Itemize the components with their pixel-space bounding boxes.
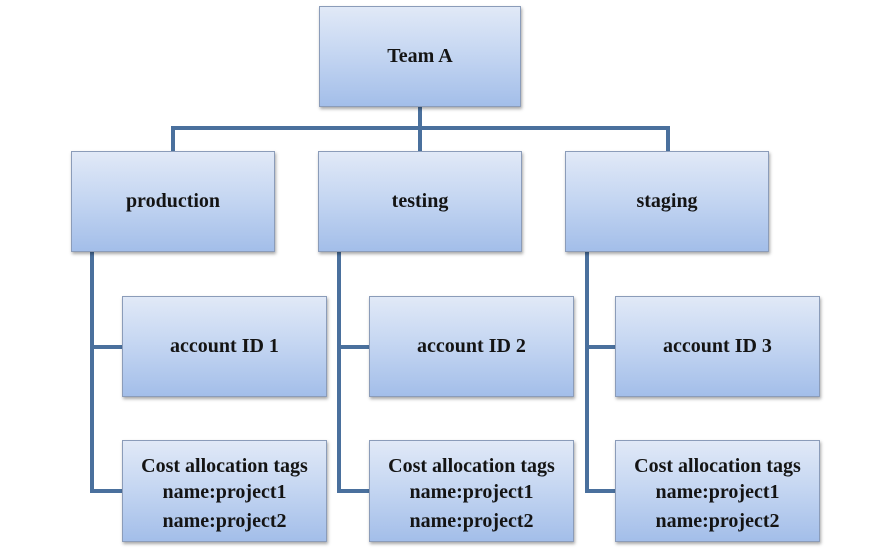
environment-node-staging: staging bbox=[565, 151, 769, 252]
tag-item: name:project1 bbox=[655, 481, 780, 503]
account-label: account ID 2 bbox=[417, 335, 526, 357]
tags-heading: Cost allocation tags bbox=[141, 455, 308, 477]
environment-node-production: production bbox=[71, 151, 275, 252]
environment-node-testing: testing bbox=[318, 151, 522, 252]
account-node-3: account ID 3 bbox=[615, 296, 820, 397]
tag-item: name:project1 bbox=[162, 481, 287, 503]
environment-label: staging bbox=[636, 190, 698, 212]
account-label: account ID 3 bbox=[663, 335, 772, 357]
tags-heading: Cost allocation tags bbox=[634, 455, 801, 477]
tags-node-2: Cost allocation tags name:project1 name:… bbox=[369, 440, 574, 542]
team-label: Team A bbox=[387, 45, 453, 67]
environment-label: production bbox=[125, 190, 221, 212]
team-node: Team A bbox=[319, 6, 521, 107]
tags-node-3: Cost allocation tags name:project1 name:… bbox=[615, 440, 820, 542]
environment-label: testing bbox=[391, 190, 449, 212]
account-node-1: account ID 1 bbox=[122, 296, 327, 397]
account-node-2: account ID 2 bbox=[369, 296, 574, 397]
tags-node-1: Cost allocation tags name:project1 name:… bbox=[122, 440, 327, 542]
account-label: account ID 1 bbox=[170, 335, 279, 357]
tag-item: name:project2 bbox=[409, 510, 534, 532]
tags-heading: Cost allocation tags bbox=[388, 455, 555, 477]
tag-item: name:project2 bbox=[162, 510, 287, 532]
tag-item: name:project1 bbox=[409, 481, 534, 503]
tag-item: name:project2 bbox=[655, 510, 780, 532]
